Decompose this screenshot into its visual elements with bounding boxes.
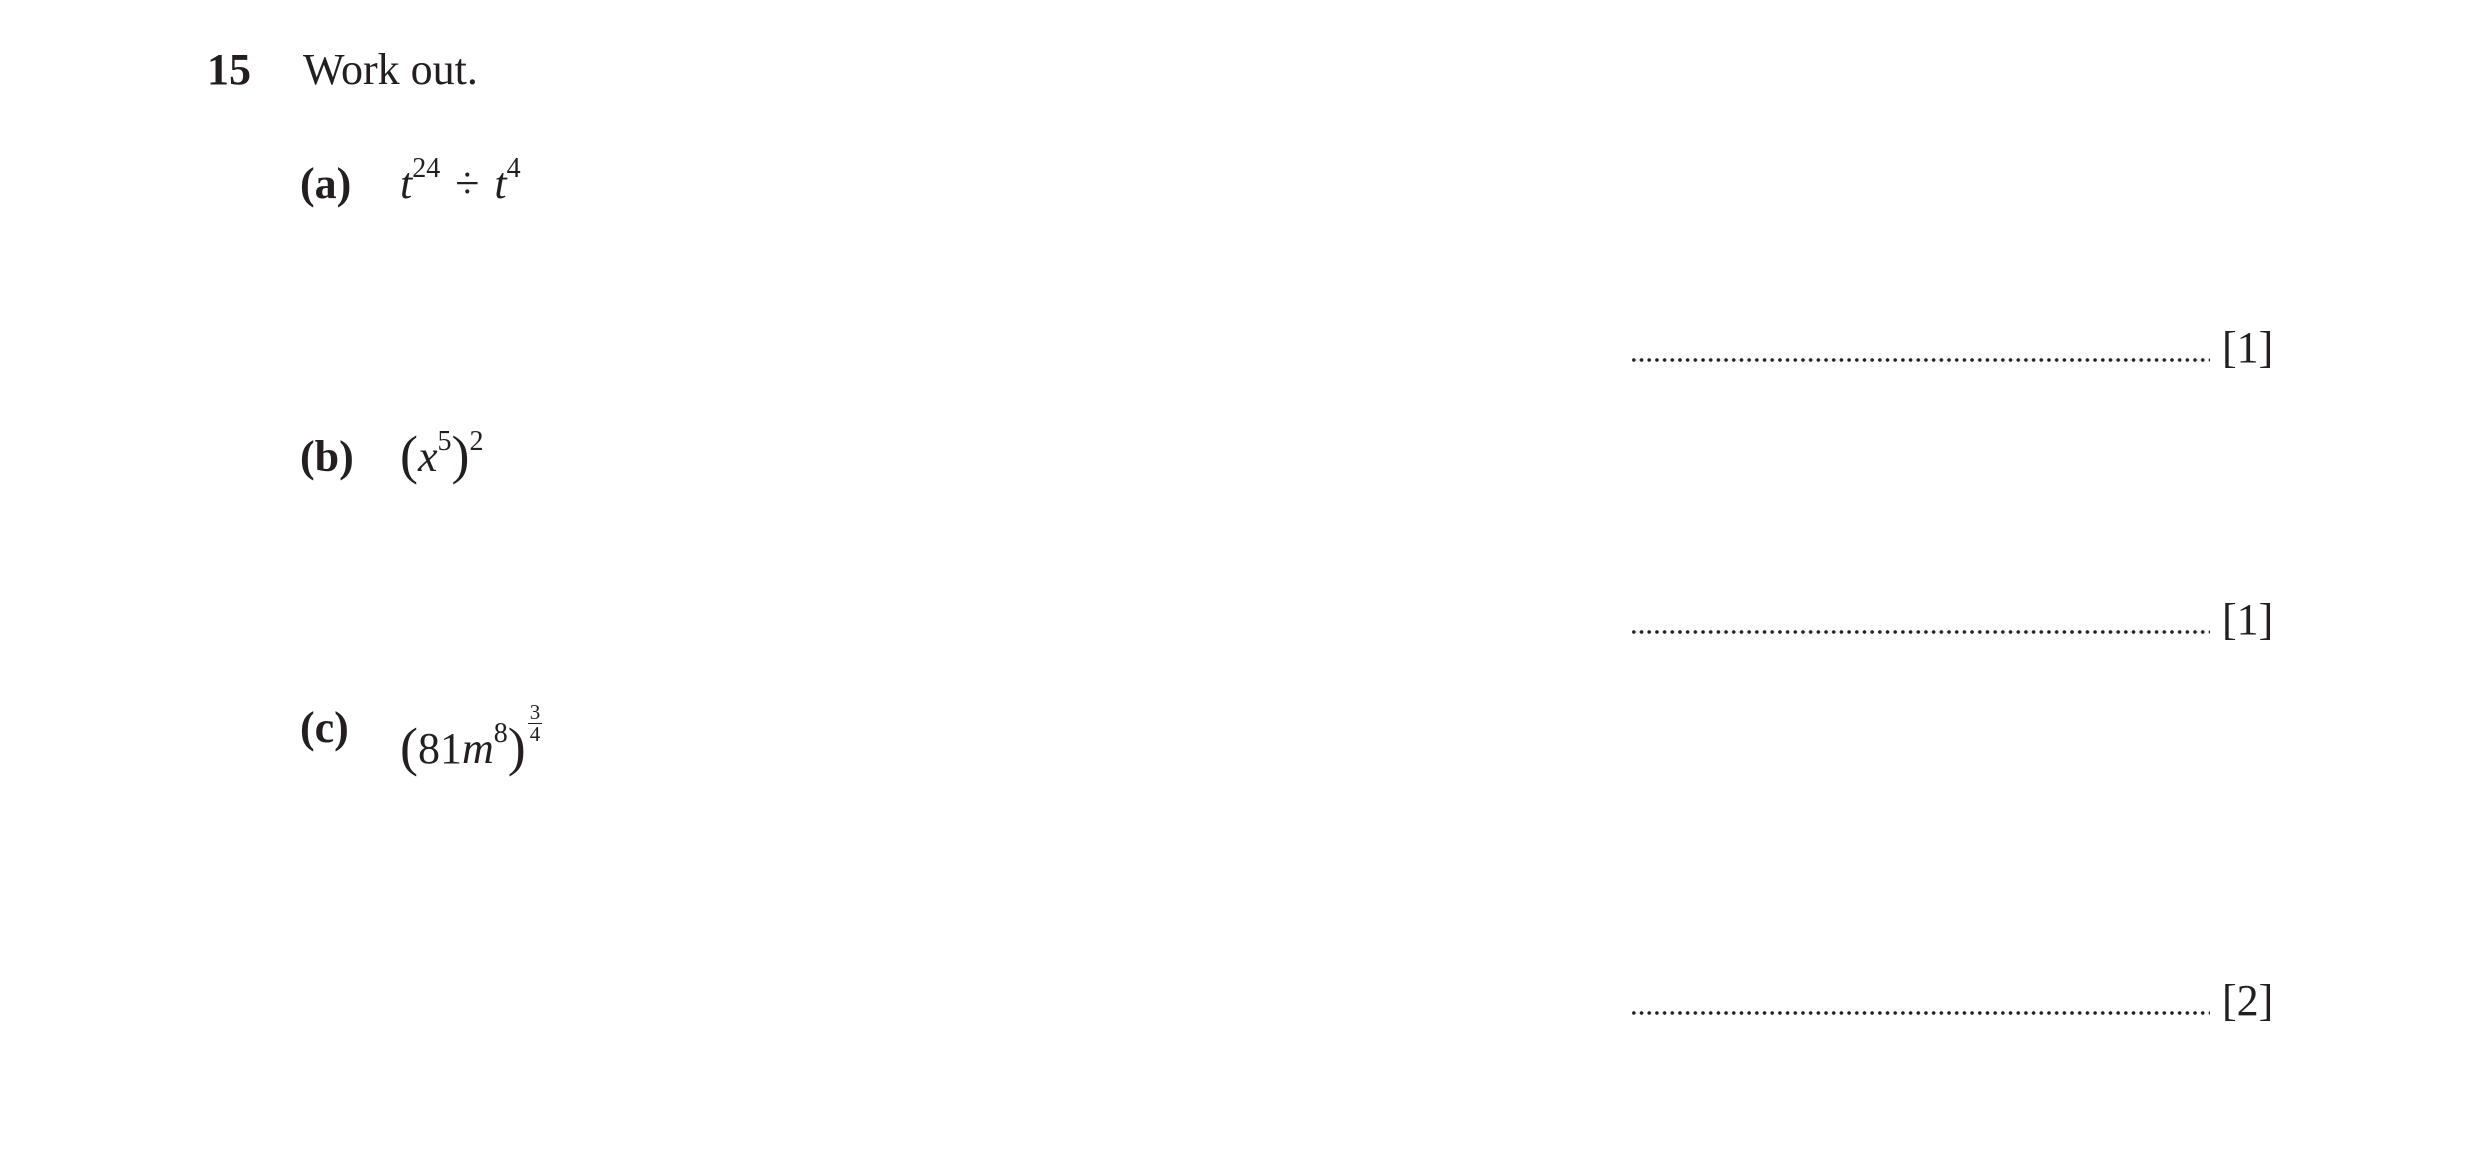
part-c-exponent-denominator: 4 xyxy=(529,722,541,746)
part-a-base-2: t xyxy=(494,159,507,208)
part-c-answer-line[interactable]: [2] xyxy=(1630,975,2273,1026)
part-c-coefficient: 81 xyxy=(417,724,462,774)
part-b-outer-exponent: 2 xyxy=(469,426,484,457)
part-a-exponent-1: 24 xyxy=(412,153,441,184)
part-a-operator: ÷ xyxy=(455,159,480,208)
question-instruction: Work out. xyxy=(303,45,478,94)
part-b-inner-exponent: 5 xyxy=(437,426,452,457)
part-b-answer-line[interactable]: [1] xyxy=(1630,594,2273,645)
part-b-marks: [1] xyxy=(2222,595,2274,644)
part-b-close-paren: ) xyxy=(451,425,470,485)
part-c-marks: [2] xyxy=(2222,976,2274,1025)
part-c-base: m xyxy=(461,724,494,774)
part-c-exponent-numerator: 3 xyxy=(527,700,543,724)
part-b-base: x xyxy=(417,432,438,481)
part-c-close-paren: ) xyxy=(507,717,526,778)
answer-dotted-line[interactable] xyxy=(1630,981,2210,1015)
part-a-expression: t24 ÷ t4 xyxy=(400,155,521,209)
part-c-inner-exponent: 8 xyxy=(493,718,508,750)
part-a-label: (a) xyxy=(300,159,352,208)
part-a-answer-line[interactable]: [1] xyxy=(1630,322,2273,373)
part-b-label: (b) xyxy=(300,432,354,481)
part-c-open-paren: ( xyxy=(400,717,418,778)
part-a-marks: [1] xyxy=(2222,323,2274,372)
question-number: 15 xyxy=(207,45,251,94)
part-b-open-paren: ( xyxy=(400,425,418,485)
part-b-expression: (x5)2 xyxy=(400,428,484,483)
part-a-exponent-2: 4 xyxy=(506,153,521,184)
answer-dotted-line[interactable] xyxy=(1630,328,2210,362)
answer-dotted-line[interactable] xyxy=(1630,600,2210,634)
part-a-base-1: t xyxy=(400,159,413,208)
part-c-label: (c) xyxy=(300,703,349,752)
